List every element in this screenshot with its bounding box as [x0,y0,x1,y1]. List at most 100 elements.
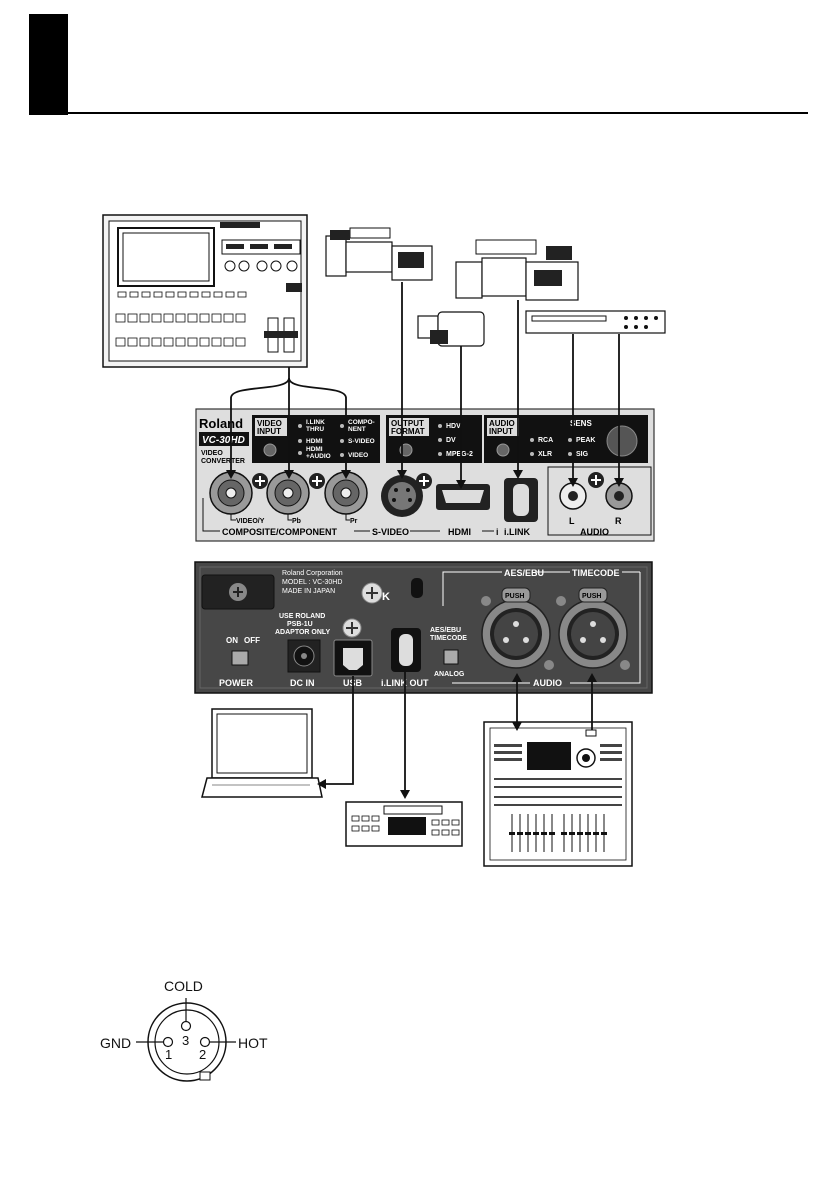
mode-aes-label-1: AES/EBU [430,627,461,634]
cold-label: COLD [164,978,203,994]
sens-title: SENS [570,419,592,428]
rear-panel: Roland Corporation MODEL : VC-30HD MADE … [194,561,653,694]
adaptor-line1: USE ROLAND [279,613,325,620]
maker-label: Roland Corporation [282,570,343,577]
opt-mpeg2: MPEG-2 [446,451,473,458]
kensington-lock-icon: K [382,591,390,603]
brand-logo: Roland [199,416,243,431]
mode-analog-label: ANALOG [434,671,465,678]
opt-component-1: COMPO- [348,419,375,426]
power-label: POWER [219,678,254,688]
section-marker-block [29,14,68,115]
front-cable-arrows [226,470,624,489]
adaptor-line2: PSB-1U [287,621,313,628]
hdmi-jack[interactable] [436,484,490,510]
audio-group-label: AUDIO [580,527,609,537]
subtitle-line2: CONVERTER [201,458,245,465]
jack-video-y-label: VIDEO/Y [236,518,265,525]
usb-b-port[interactable] [343,648,363,670]
opt-ilink-1: I.LINK [306,419,325,426]
push-label-2: PUSH [582,593,601,600]
xlr-aes-ebu-port[interactable] [481,587,551,669]
gnd-label: GND [100,1035,131,1051]
bnc-pb-jack[interactable] [266,471,310,515]
section-header-rule [68,112,808,114]
output-format-title-2: FORMAT [391,427,425,436]
video-deck-device [345,801,463,847]
jack-pr-label: Pr [350,518,358,525]
audio-input-title-2: INPUT [489,427,513,436]
xlr-timecode-port[interactable] [558,587,628,669]
composite-component-label: COMPOSITE/COMPONENT [222,527,338,537]
sens-knob[interactable] [606,425,638,457]
hdmi-label: HDMI [448,527,471,537]
opt-hdmi-audio-1: HDMI [306,446,323,453]
svideo-jack[interactable] [381,475,423,517]
video-input-button[interactable] [263,443,277,457]
rca-right-jack[interactable] [605,482,633,510]
video-input-title-2: INPUT [257,427,281,436]
svideo-label: S-VIDEO [372,527,409,537]
pin-1 [162,1036,174,1048]
hot-label: HOT [238,1035,268,1051]
aes-ebu-label: AES/EBU [504,568,544,578]
aes-analog-switch[interactable] [443,649,459,665]
opt-xlr: XLR [538,451,552,458]
front-cables [230,282,620,480]
handycam-device [417,311,485,347]
pin-2 [199,1036,211,1048]
made-in-label: MADE IN JAPAN [282,588,335,595]
opt-component-2: NENT [348,426,366,433]
jack-pb-label: Pb [292,518,301,525]
model-line-label: MODEL : VC-30HD [282,579,342,586]
rca-left-jack[interactable] [559,482,587,510]
output-format-button[interactable] [399,443,413,457]
opt-hdv: HDV [446,423,461,430]
pin-3 [180,1020,192,1032]
subtitle-line1: VIDEO [201,450,223,457]
front-panel: Roland VC-30HD VIDEO CONVERTER VIDEO INP… [195,408,655,542]
ilink-icon: i [496,527,499,537]
opt-dv: DV [446,437,456,444]
switch-off-label: OFF [244,636,260,645]
pin3-number: 3 [182,1033,189,1048]
rear-audio-label: AUDIO [533,678,562,688]
opt-sig: SIG [576,451,589,458]
opt-video: VIDEO [348,452,368,459]
opt-svideo: S-VIDEO [348,438,375,445]
mode-aes-label-2: TIMECODE [430,635,467,642]
bnc-pr-jack[interactable] [324,471,368,515]
digital-mixer-device [483,721,633,867]
disc-player-device [525,310,666,334]
audio-l-label: L [569,516,575,526]
dcin-label: DC IN [290,678,315,688]
ilink-label: i.LINK [504,527,530,537]
opt-peak: PEAK [576,437,595,444]
push-label-1: PUSH [505,593,524,600]
ilink-out-port[interactable] [399,634,413,666]
audio-input-button[interactable] [496,443,510,457]
camcorder-2-device [455,239,579,301]
adaptor-line3: ADAPTOR ONLY [275,629,331,636]
opt-ilink-2: THRU [306,426,324,433]
video-input-title-1: VIDEO [257,419,282,428]
opt-hdmi-audio-2: +AUDIO [306,453,331,460]
pin2-number: 2 [199,1047,206,1062]
audio-r-label: R [615,516,622,526]
video-switcher-device [102,214,308,368]
laptop-device [201,708,323,798]
model-label: VC-30HD [202,435,245,446]
timecode-label: TIMECODE [572,568,620,578]
camcorder-1-device [325,227,433,281]
rear-cable-arrows [317,673,597,799]
audio-input-title-1: AUDIO [489,419,515,428]
opt-hdmi: HDMI [306,438,323,445]
switch-on-label: ON [226,636,238,645]
pin1-number: 1 [165,1047,172,1062]
xlr-pinout-diagram: COLD GND HOT 3 1 2 [100,978,268,1082]
ilink-jack[interactable] [504,478,538,522]
power-switch[interactable] [231,650,249,666]
opt-rca: RCA [538,437,553,444]
output-format-title-1: OUTPUT [391,419,424,428]
